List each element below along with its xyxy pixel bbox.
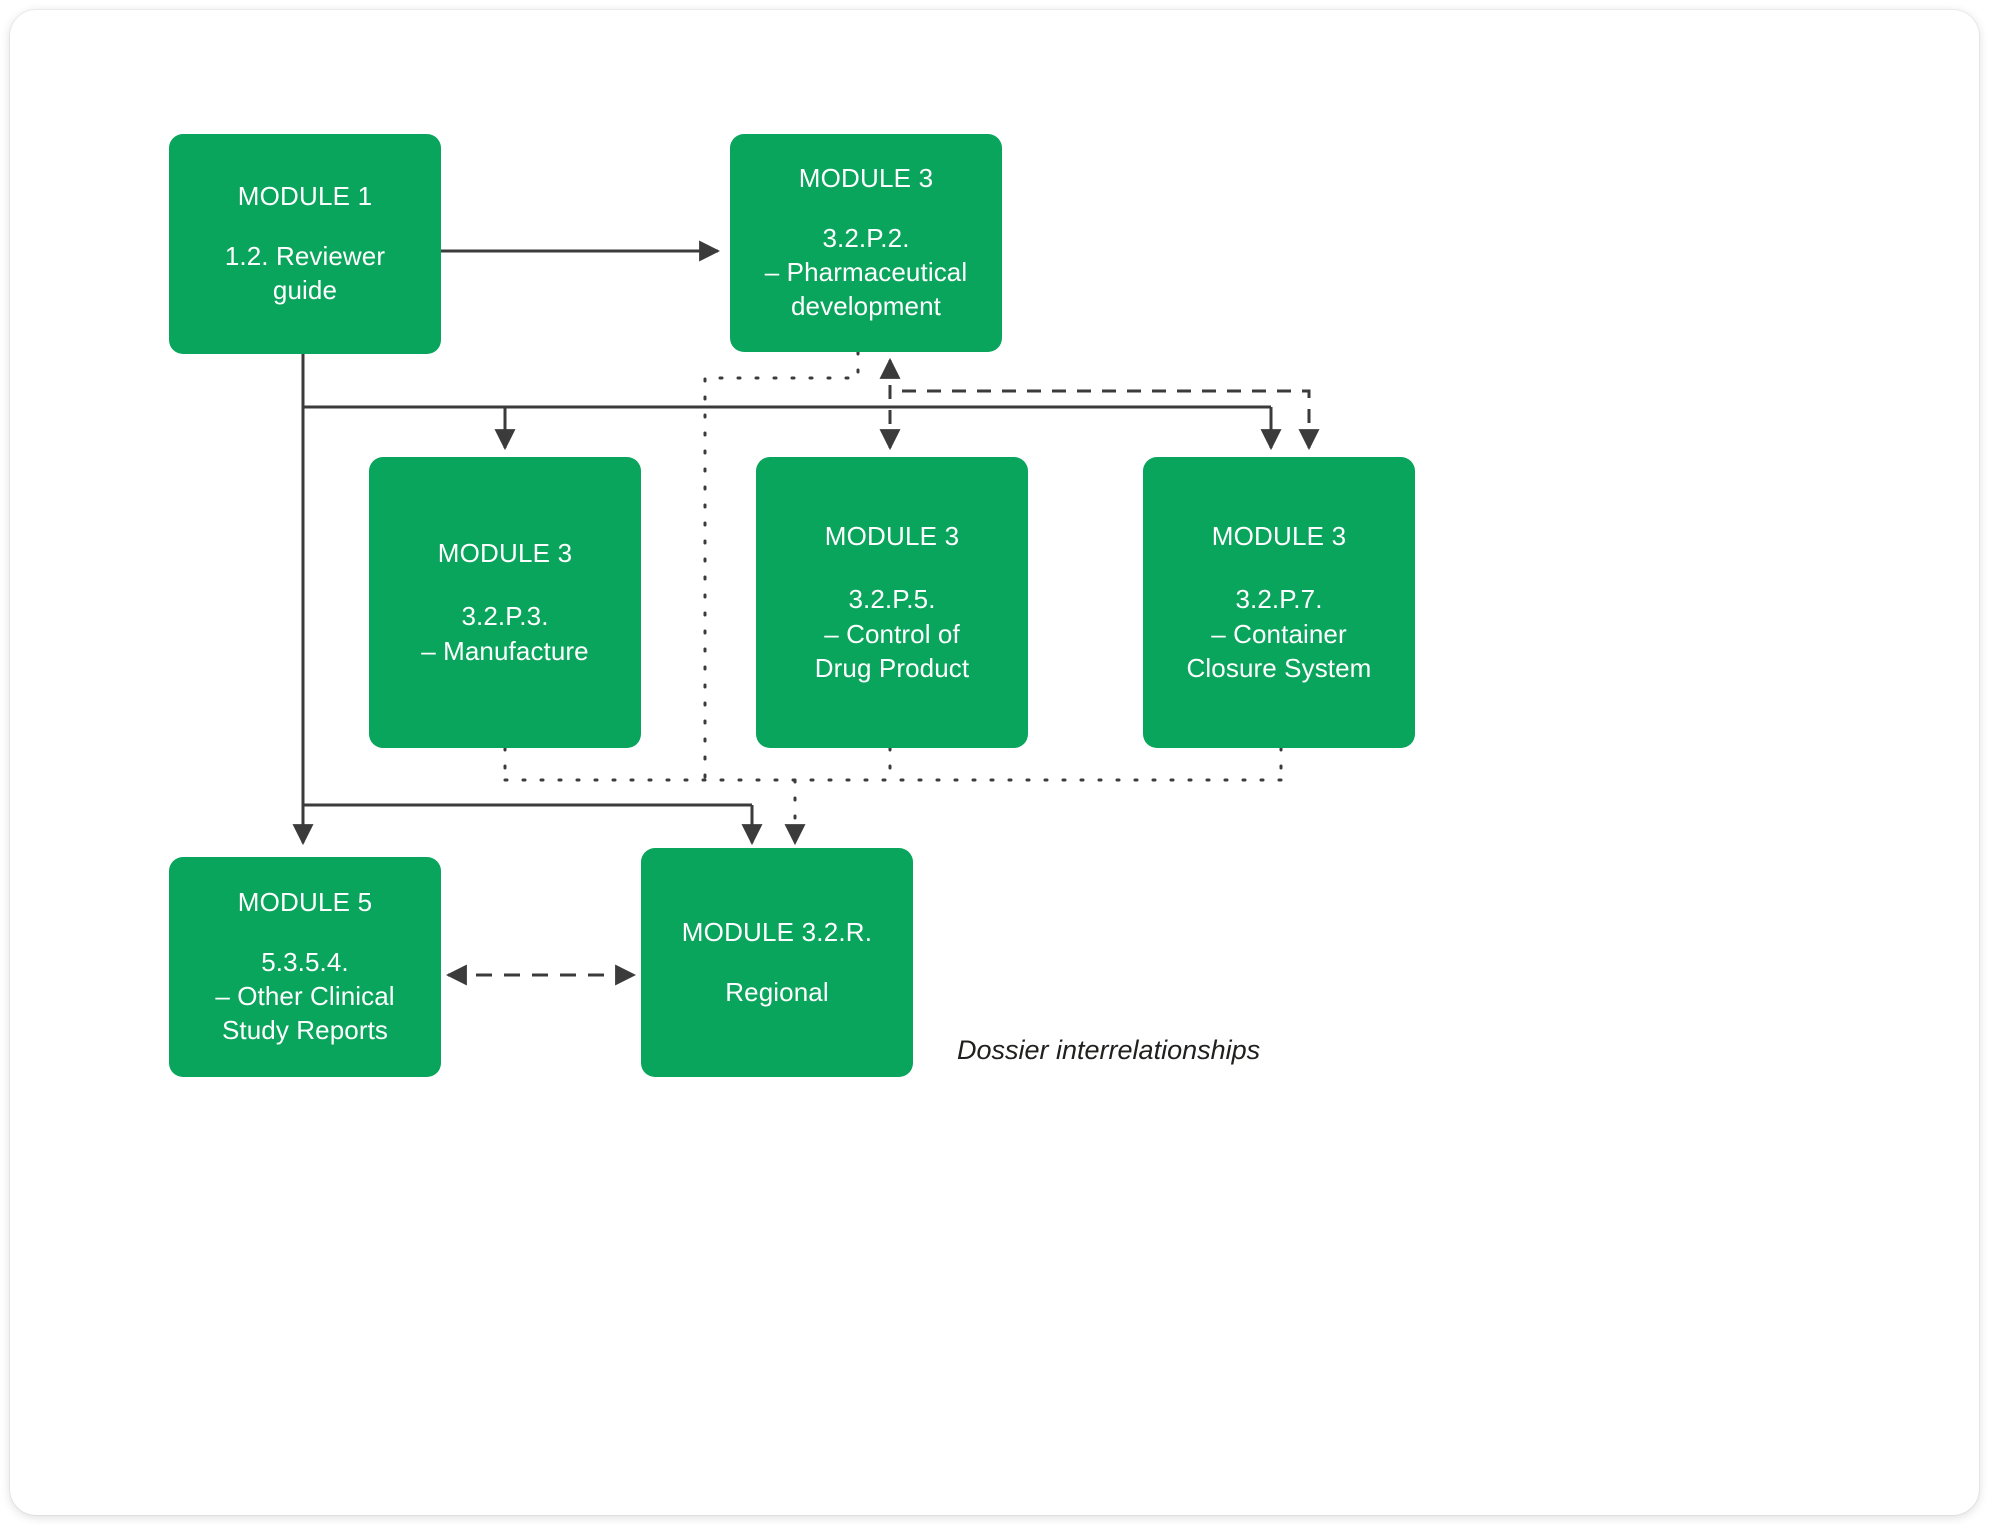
node-module5-subtitle: 5.3.5.4. – Other Clinical Study Reports <box>215 946 395 1046</box>
node-module3-p7-title: MODULE 3 <box>1211 520 1347 551</box>
node-module32r-title: MODULE 3.2.R. <box>681 917 873 948</box>
node-module3-p3-title: MODULE 3 <box>437 537 573 568</box>
node-module1[interactable]: MODULE 1 1.2. Reviewer guide <box>169 134 441 354</box>
node-module1-title: MODULE 1 <box>237 181 373 212</box>
node-module3-p7-subtitle: 3.2.P.7. – Container Closure System <box>1186 584 1372 683</box>
node-module3-p2-title: MODULE 3 <box>798 163 934 194</box>
node-module3-p2-subtitle: 3.2.P.2. – Pharmaceutical development <box>764 222 968 322</box>
node-module32r[interactable]: MODULE 3.2.R. Regional <box>641 848 913 1077</box>
node-module1-subtitle: 1.2. Reviewer guide <box>224 240 386 306</box>
node-module32r-subtitle: Regional <box>725 976 829 1007</box>
node-module3-p3[interactable]: MODULE 3 3.2.P.3. – Manufacture <box>369 457 641 748</box>
node-module3-p5-title: MODULE 3 <box>824 520 960 551</box>
node-module3-p5-subtitle: 3.2.P.5. – Control of Drug Product <box>814 584 970 683</box>
node-module5-title: MODULE 5 <box>237 887 373 918</box>
node-module3-p2[interactable]: MODULE 3 3.2.P.2. – Pharmaceutical devel… <box>730 134 1002 352</box>
legend-dossier-interrelationships: Dossier interrelationships <box>957 1035 1261 1065</box>
node-module3-p3-subtitle: 3.2.P.3. – Manufacture <box>421 601 589 666</box>
node-module5[interactable]: MODULE 5 5.3.5.4. – Other Clinical Study… <box>169 857 441 1077</box>
node-module3-p7[interactable]: MODULE 3 3.2.P.7. – Container Closure Sy… <box>1143 457 1415 748</box>
node-module3-p5[interactable]: MODULE 3 3.2.P.5. – Control of Drug Prod… <box>756 457 1028 748</box>
